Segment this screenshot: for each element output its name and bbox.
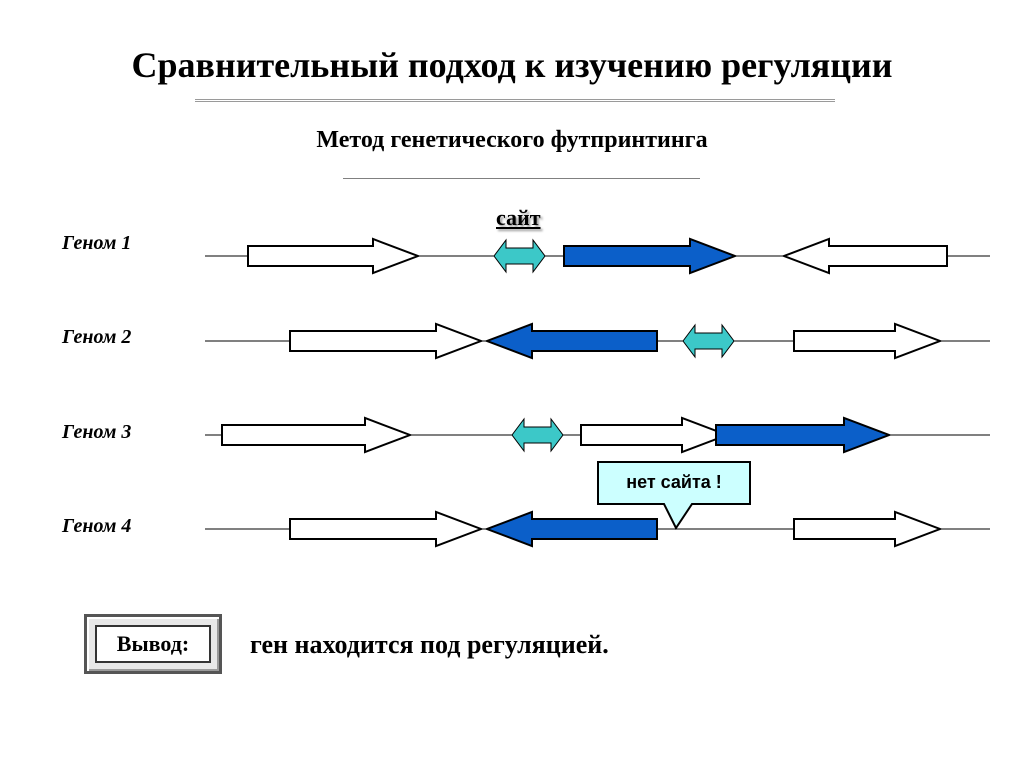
slide-subtitle: Метод генетического футпринтинга bbox=[316, 127, 708, 153]
genome-1-label: Геном 1 bbox=[62, 232, 132, 254]
gene-arrow-right bbox=[289, 510, 484, 548]
gene-arrow-right bbox=[793, 510, 943, 548]
binding-site-arrow bbox=[682, 323, 735, 359]
conclusion-box: Вывод: bbox=[84, 614, 222, 674]
binding-site-arrow bbox=[493, 238, 546, 274]
slide-title: Сравнительный подход к изучению регуляци… bbox=[131, 45, 893, 85]
regulated-gene-arrow bbox=[715, 416, 892, 454]
conclusion-label: Вывод: bbox=[95, 625, 211, 663]
regulated-gene-arrow bbox=[484, 322, 658, 360]
title-divider bbox=[195, 99, 835, 106]
genome-3-label: Геном 3 bbox=[62, 421, 132, 443]
regulated-gene-arrow bbox=[563, 237, 738, 275]
conclusion-text: ген находится под регуляцией. bbox=[250, 630, 609, 659]
gene-arrow-right bbox=[247, 237, 421, 275]
gene-arrow-right bbox=[289, 322, 484, 360]
subtitle-divider bbox=[343, 178, 700, 179]
gene-arrow-right bbox=[221, 416, 413, 454]
gene-arrow-left bbox=[781, 237, 948, 275]
missing-site-callout bbox=[597, 461, 751, 530]
genome-4-label: Геном 4 bbox=[62, 515, 132, 537]
gene-arrow-right bbox=[793, 322, 943, 360]
regulated-gene-arrow bbox=[484, 510, 658, 548]
binding-site-arrow bbox=[511, 417, 564, 453]
missing-site-callout-text: нет сайта ! bbox=[626, 472, 722, 492]
gene-arrow-right bbox=[580, 416, 730, 454]
site-label: сайт bbox=[496, 205, 541, 230]
genome-2-label: Геном 2 bbox=[62, 326, 132, 348]
